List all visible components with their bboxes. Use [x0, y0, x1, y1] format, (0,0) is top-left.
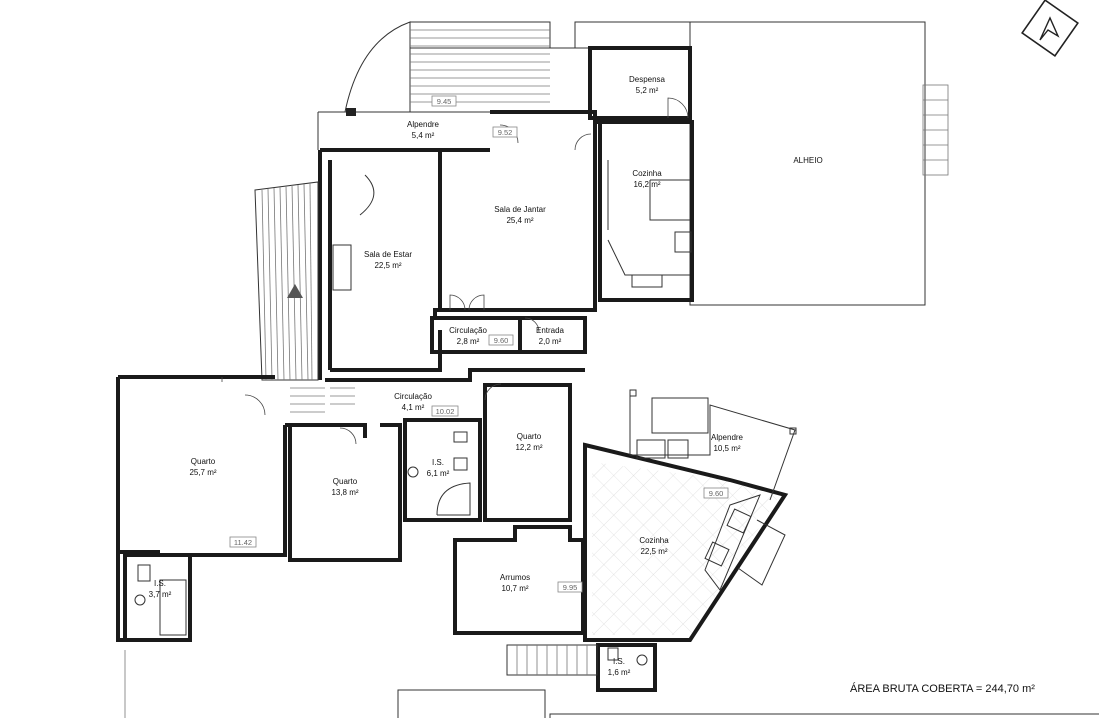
svg-text:Quarto: Quarto: [517, 432, 542, 441]
svg-text:I.S.: I.S.: [613, 657, 625, 666]
svg-text:9.95: 9.95: [563, 583, 578, 592]
top-stairs: [344, 21, 690, 113]
room-circulacao-main: Circulação 4,1 m²: [244, 368, 585, 416]
svg-text:9.60: 9.60: [494, 336, 509, 345]
svg-text:Quarto: Quarto: [191, 457, 216, 466]
room-quarto-mid: Quarto 13,8 m²: [285, 423, 402, 562]
svg-text:4,1 m²: 4,1 m²: [402, 403, 425, 412]
total-area-label: ÁREA BRUTA COBERTA = 244,70 m²: [850, 682, 1035, 695]
north-arrow-icon: [1021, 0, 1079, 57]
room-alpendre-top: Alpendre 5,4 m²: [317, 108, 590, 150]
svg-text:3,7 m²: 3,7 m²: [149, 590, 172, 599]
svg-text:Arrumos: Arrumos: [500, 573, 530, 582]
left-deck: [254, 181, 319, 381]
level-marker: 9.60: [703, 487, 729, 499]
svg-text:9.45: 9.45: [437, 97, 452, 106]
svg-text:Cozinha: Cozinha: [639, 536, 669, 545]
alheio-area: ALHEIO: [689, 21, 949, 306]
svg-text:10,7 m²: 10,7 m²: [501, 584, 528, 593]
svg-text:5,2 m²: 5,2 m²: [636, 86, 659, 95]
svg-text:Sala de Jantar: Sala de Jantar: [494, 205, 546, 214]
level-marker: 9.52: [492, 126, 518, 138]
svg-text:Circulação: Circulação: [394, 392, 432, 401]
svg-text:6,1 m²: 6,1 m²: [427, 469, 450, 478]
svg-text:I.S.: I.S.: [154, 579, 166, 588]
svg-text:2,8 m²: 2,8 m²: [457, 337, 480, 346]
svg-text:9.60: 9.60: [709, 489, 724, 498]
svg-text:5,4 m²: 5,4 m²: [412, 131, 435, 140]
room-quarto-left: Quarto 25,7 m²: [116, 375, 287, 642]
room-is-bottom: I.S. 1,6 m²: [596, 643, 657, 692]
svg-text:I.S.: I.S.: [432, 458, 444, 467]
svg-text:9.52: 9.52: [498, 128, 513, 137]
svg-text:Entrada: Entrada: [536, 326, 565, 335]
svg-text:22,5 m²: 22,5 m²: [640, 547, 667, 556]
room-sala-jantar: Sala de Jantar 25,4 m²: [433, 110, 597, 318]
svg-text:12,2 m²: 12,2 m²: [515, 443, 542, 452]
svg-text:10.02: 10.02: [436, 407, 455, 416]
svg-text:Circulação: Circulação: [449, 326, 487, 335]
level-marker: 11.42: [229, 536, 257, 548]
svg-text:16,2 m²: 16,2 m²: [633, 180, 660, 189]
room-sala-estar: Sala de Estar 22,5 m²: [318, 148, 490, 380]
svg-text:25,7 m²: 25,7 m²: [189, 468, 216, 477]
svg-text:11.42: 11.42: [234, 538, 252, 547]
level-marker: 9.45: [431, 95, 457, 107]
svg-text:Quarto: Quarto: [333, 477, 358, 486]
room-entrada: Entrada 2,0 m²: [522, 316, 587, 354]
room-is-center: I.S. 6,1 m²: [403, 418, 482, 522]
svg-text:2,0 m²: 2,0 m²: [539, 337, 562, 346]
svg-text:Sala de Estar: Sala de Estar: [364, 250, 412, 259]
survey-triangle-icon: [287, 284, 303, 298]
svg-text:10,5 m²: 10,5 m²: [713, 444, 740, 453]
room-cozinha-bottom: Cozinha 22,5 m²: [583, 442, 789, 642]
svg-text:Alpendre: Alpendre: [711, 433, 744, 442]
svg-text:Alpendre: Alpendre: [407, 120, 440, 129]
room-circulacao-small: Circulação 2,8 m²: [430, 316, 522, 354]
level-marker: 9.95: [557, 581, 583, 593]
svg-text:22,5 m²: 22,5 m²: [374, 261, 401, 270]
level-marker: 9.60: [488, 334, 514, 346]
bottom-stairs: [124, 644, 1099, 718]
room-arrumos: Arrumos 10,7 m²: [453, 525, 585, 635]
svg-text:13,8 m²: 13,8 m²: [331, 488, 358, 497]
svg-text:25,4 m²: 25,4 m²: [506, 216, 533, 225]
svg-text:Cozinha: Cozinha: [632, 169, 662, 178]
svg-text:1,6 m²: 1,6 m²: [608, 668, 631, 677]
svg-text:Despensa: Despensa: [629, 75, 666, 84]
room-quarto-right: Quarto 12,2 m²: [483, 383, 572, 522]
alheio-label: ALHEIO: [793, 156, 822, 165]
room-is-left: I.S. 3,7 m²: [123, 553, 192, 642]
level-marker: 10.02: [431, 405, 459, 417]
room-alpendre-right: Alpendre 10,5 m²: [629, 389, 797, 501]
room-despensa: Despensa 5,2 m²: [588, 46, 692, 120]
room-cozinha-top: Cozinha 16,2 m²: [595, 120, 694, 302]
